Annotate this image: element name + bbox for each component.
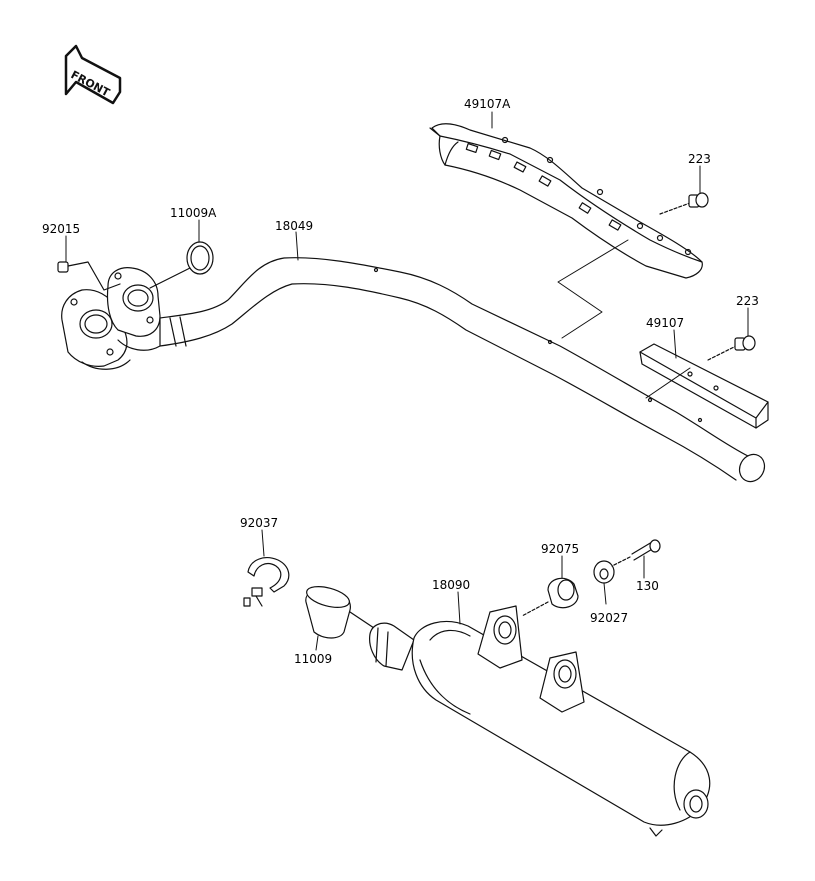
damper-92075-icon: [521, 577, 579, 617]
callout-leaders: [65, 111, 749, 651]
heat-guard-49107A: [429, 123, 703, 279]
sleeve-11009-icon: [305, 586, 375, 639]
callout-49107: 49107: [646, 316, 684, 330]
clamp-92037-icon: [243, 557, 290, 607]
muffler-18090: [369, 605, 711, 837]
heat-guard-49107: [639, 343, 769, 429]
callout-92037: 92037: [240, 516, 278, 530]
callout-11009: 11009: [294, 652, 332, 666]
front-arrow-icon: FRONT: [64, 44, 122, 105]
nut-92015-icon: [57, 261, 121, 291]
bolt-130-icon: [611, 539, 661, 567]
callout-223-mid: 223: [736, 294, 759, 308]
callout-11009A: 11009A: [170, 206, 217, 220]
callout-18049: 18049: [275, 219, 313, 233]
leader-lines: [557, 239, 691, 399]
callout-92015: 92015: [42, 222, 80, 236]
callout-223-top: 223: [688, 152, 711, 166]
callout-92075: 92075: [541, 542, 579, 556]
callout-92027: 92027: [590, 611, 628, 625]
exhaust-manifold: [61, 267, 161, 370]
bolt-223-top-icon: [659, 192, 709, 215]
collar-92027-icon: [593, 560, 615, 584]
bolt-223-mid-icon: [707, 335, 756, 361]
exhaust-pipe-18049: [159, 257, 766, 483]
callout-130: 130: [636, 579, 659, 593]
callout-49107A: 49107A: [464, 97, 511, 111]
callout-18090: 18090: [432, 578, 470, 592]
gasket-11009A-icon: [149, 241, 214, 289]
